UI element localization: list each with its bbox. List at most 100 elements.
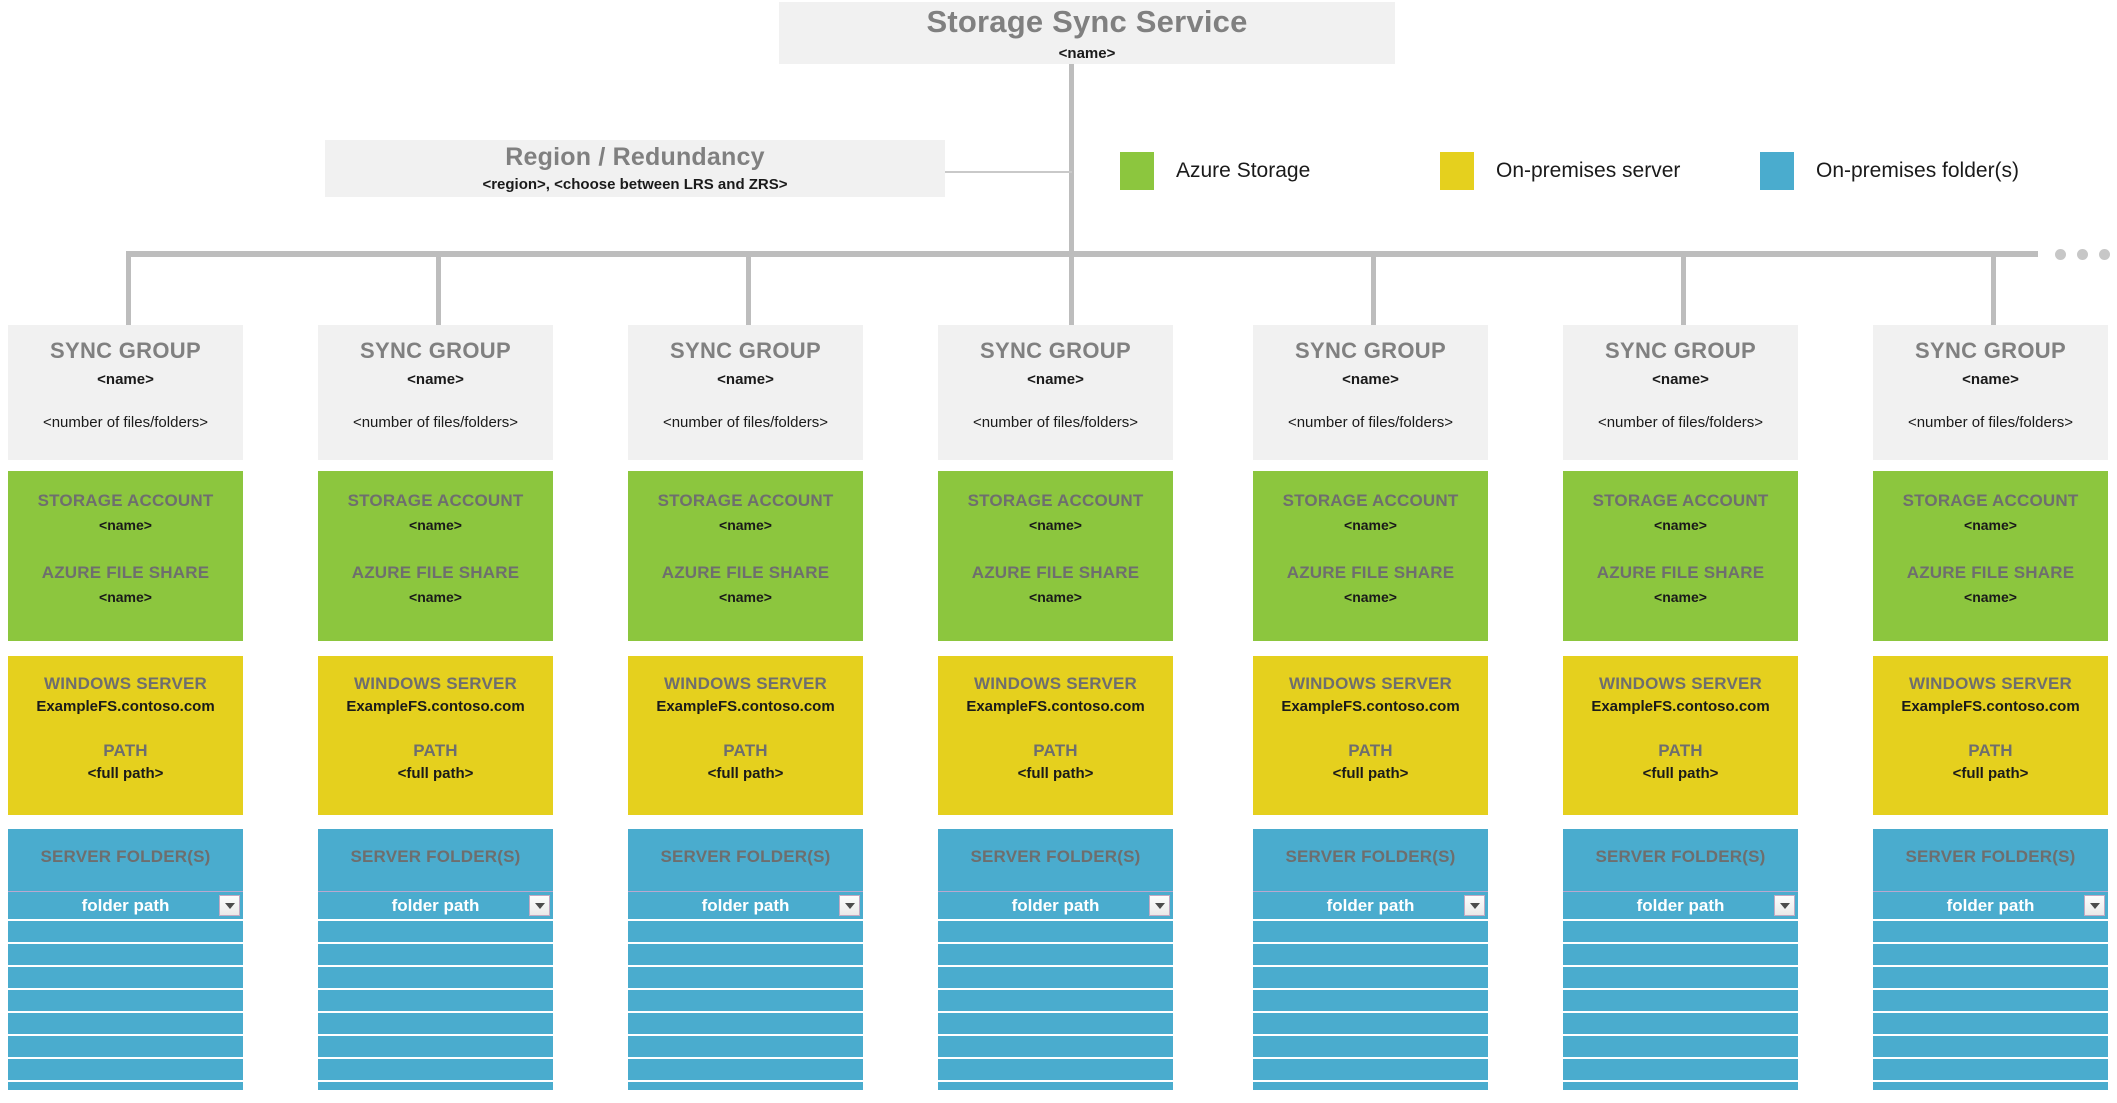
folder-row[interactable] <box>1563 1057 1798 1080</box>
folder-row[interactable] <box>1253 988 1488 1011</box>
path-value: <full path> <box>1332 765 1409 782</box>
server-folders-title: SERVER FOLDER(S) <box>660 847 831 866</box>
folder-path-value: folder path <box>391 895 480 915</box>
folder-row[interactable] <box>318 1034 553 1057</box>
folder-path-dropdown[interactable]: folder path <box>1873 891 2108 919</box>
on-premises-server-block: WINDOWS SERVER ExampleFS.contoso.com PAT… <box>628 656 863 815</box>
windows-server-title: WINDOWS SERVER <box>1288 674 1453 693</box>
folder-row[interactable] <box>1253 942 1488 965</box>
folder-row[interactable] <box>1873 1080 2108 1090</box>
folder-row[interactable] <box>8 919 243 942</box>
folder-row[interactable] <box>938 1011 1173 1034</box>
folder-row[interactable] <box>1563 965 1798 988</box>
folder-path-dropdown[interactable]: folder path <box>628 891 863 919</box>
path-value: <full path> <box>397 765 474 782</box>
path-title: PATH <box>1033 741 1078 760</box>
folder-path-dropdown[interactable]: folder path <box>938 891 1173 919</box>
storage-account-title: STORAGE ACCOUNT <box>1282 491 1459 510</box>
folder-row[interactable] <box>628 1057 863 1080</box>
folder-row[interactable] <box>938 1057 1173 1080</box>
chevron-down-icon[interactable] <box>2084 895 2105 916</box>
folder-row[interactable] <box>938 1080 1173 1090</box>
folder-row[interactable] <box>1873 965 2108 988</box>
folder-row[interactable] <box>628 1034 863 1057</box>
chevron-down-icon[interactable] <box>529 895 550 916</box>
folder-row[interactable] <box>8 988 243 1011</box>
folder-row[interactable] <box>318 942 553 965</box>
sync-group-column: SYNC GROUP <name> <number of files/folde… <box>8 325 243 1090</box>
path-title: PATH <box>413 741 458 760</box>
folder-row[interactable] <box>318 1011 553 1034</box>
chevron-down-icon[interactable] <box>839 895 860 916</box>
folder-row[interactable] <box>318 965 553 988</box>
sync-group-header: SYNC GROUP <name> <number of files/folde… <box>1253 325 1488 460</box>
folder-row[interactable] <box>1563 1080 1798 1090</box>
folder-row[interactable] <box>1873 919 2108 942</box>
folder-row[interactable] <box>938 942 1173 965</box>
on-premises-server-block: WINDOWS SERVER ExampleFS.contoso.com PAT… <box>318 656 553 815</box>
windows-server-title: WINDOWS SERVER <box>663 674 828 693</box>
folder-row[interactable] <box>1563 942 1798 965</box>
sync-group-column: SYNC GROUP <name> <number of files/folde… <box>938 325 1173 1090</box>
folder-row[interactable] <box>318 988 553 1011</box>
folder-path-dropdown[interactable]: folder path <box>1253 891 1488 919</box>
legend-item-azure-storage: Azure Storage <box>1120 152 1310 190</box>
folder-row[interactable] <box>1563 1011 1798 1034</box>
azure-file-share-title: AZURE FILE SHARE <box>971 563 1140 582</box>
folder-row-list <box>628 919 863 1090</box>
folder-row[interactable] <box>1563 919 1798 942</box>
folder-row[interactable] <box>318 1057 553 1080</box>
folder-row[interactable] <box>8 1011 243 1034</box>
chevron-down-icon[interactable] <box>1149 895 1170 916</box>
folder-row[interactable] <box>628 919 863 942</box>
folder-row[interactable] <box>8 1034 243 1057</box>
folder-row[interactable] <box>628 1080 863 1090</box>
folder-row[interactable] <box>1253 1011 1488 1034</box>
folder-row[interactable] <box>1873 1057 2108 1080</box>
legend-label-on-premises-server: On-premises server <box>1496 159 1681 182</box>
folder-row[interactable] <box>1253 1057 1488 1080</box>
server-folders-title: SERVER FOLDER(S) <box>1905 847 2076 866</box>
azure-storage-block: STORAGE ACCOUNT <name> AZURE FILE SHARE … <box>1563 471 1798 641</box>
legend-label-on-premises-folders: On-premises folder(s) <box>1816 159 2020 182</box>
folder-row[interactable] <box>1873 942 2108 965</box>
folder-row[interactable] <box>1253 965 1488 988</box>
folder-row[interactable] <box>1873 1034 2108 1057</box>
folder-row[interactable] <box>1253 1034 1488 1057</box>
chevron-down-icon[interactable] <box>1464 895 1485 916</box>
folder-row[interactable] <box>628 1011 863 1034</box>
folder-path-value: folder path <box>1011 895 1100 915</box>
folder-row[interactable] <box>1563 1034 1798 1057</box>
folder-row[interactable] <box>938 919 1173 942</box>
folder-row[interactable] <box>938 988 1173 1011</box>
folder-path-dropdown[interactable]: folder path <box>318 891 553 919</box>
windows-server-title: WINDOWS SERVER <box>353 674 518 693</box>
folder-row[interactable] <box>318 919 553 942</box>
folder-row[interactable] <box>1253 1080 1488 1090</box>
folder-row[interactable] <box>8 965 243 988</box>
folder-row[interactable] <box>8 1080 243 1090</box>
folder-path-dropdown[interactable]: folder path <box>8 891 243 919</box>
chevron-down-icon[interactable] <box>1774 895 1795 916</box>
folder-row[interactable] <box>628 942 863 965</box>
more-sync-groups-ellipsis-icon <box>2055 249 2110 260</box>
folder-row[interactable] <box>1563 988 1798 1011</box>
windows-server-title: WINDOWS SERVER <box>1908 674 2073 693</box>
folder-row[interactable] <box>628 988 863 1011</box>
azure-storage-block: STORAGE ACCOUNT <name> AZURE FILE SHARE … <box>938 471 1173 641</box>
folder-row[interactable] <box>318 1080 553 1090</box>
chevron-down-icon[interactable] <box>219 895 240 916</box>
folder-row[interactable] <box>8 942 243 965</box>
folder-row[interactable] <box>938 965 1173 988</box>
folder-row[interactable] <box>628 965 863 988</box>
folder-row[interactable] <box>1253 919 1488 942</box>
sync-group-bus-line <box>126 251 2038 257</box>
folder-path-value: folder path <box>1636 895 1725 915</box>
folder-row[interactable] <box>8 1057 243 1080</box>
folder-row[interactable] <box>1873 988 2108 1011</box>
folder-row[interactable] <box>1873 1011 2108 1034</box>
server-folders-block: SERVER FOLDER(S) folder path <box>1873 829 2108 1090</box>
folder-path-dropdown[interactable]: folder path <box>1563 891 1798 919</box>
azure-file-share-title: AZURE FILE SHARE <box>41 563 210 582</box>
folder-row[interactable] <box>938 1034 1173 1057</box>
